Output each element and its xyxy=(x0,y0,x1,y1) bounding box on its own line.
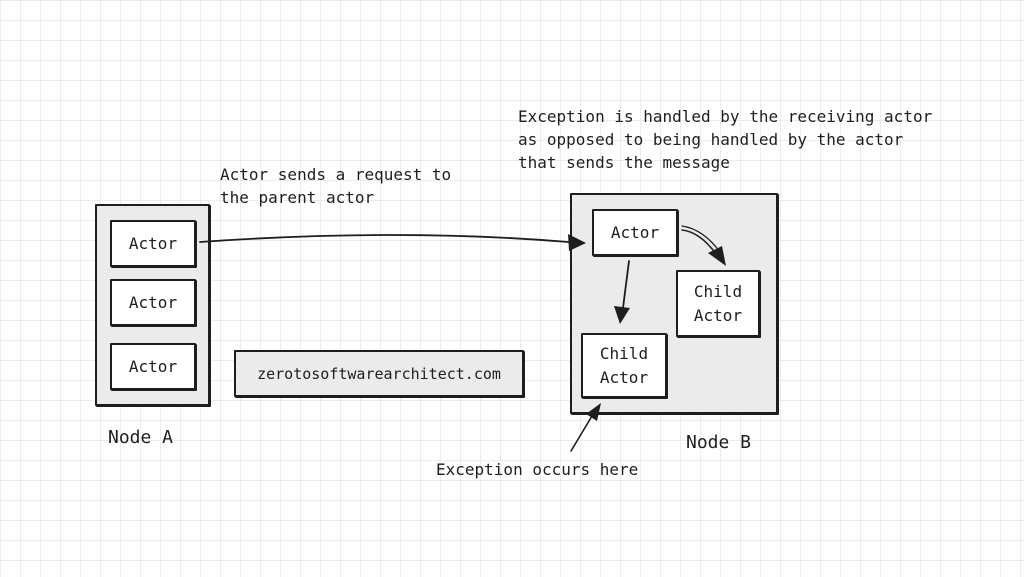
node-b-parent-actor: Actor xyxy=(592,209,678,256)
watermark-box: zerotosoftwarearchitect.com xyxy=(234,350,524,397)
node-a-actor-2: Actor xyxy=(110,279,196,326)
node-a-actor-1: Actor xyxy=(110,220,196,267)
handled-annotation: Exception is handled by the receiving ac… xyxy=(518,107,933,172)
occurs-annotation: Exception occurs here xyxy=(436,460,639,479)
node-b-label: Node B xyxy=(686,432,752,453)
occurs-arrow xyxy=(570,415,593,452)
node-b-child-actor-right: Child Actor xyxy=(676,270,760,337)
node-a-label: Node A xyxy=(108,427,174,448)
node-b-child-actor-left: Child Actor xyxy=(581,333,667,398)
request-arrow xyxy=(199,234,569,243)
node-a-actor-3: Actor xyxy=(110,343,196,390)
request-annotation: Actor sends a request to the parent acto… xyxy=(220,165,452,207)
